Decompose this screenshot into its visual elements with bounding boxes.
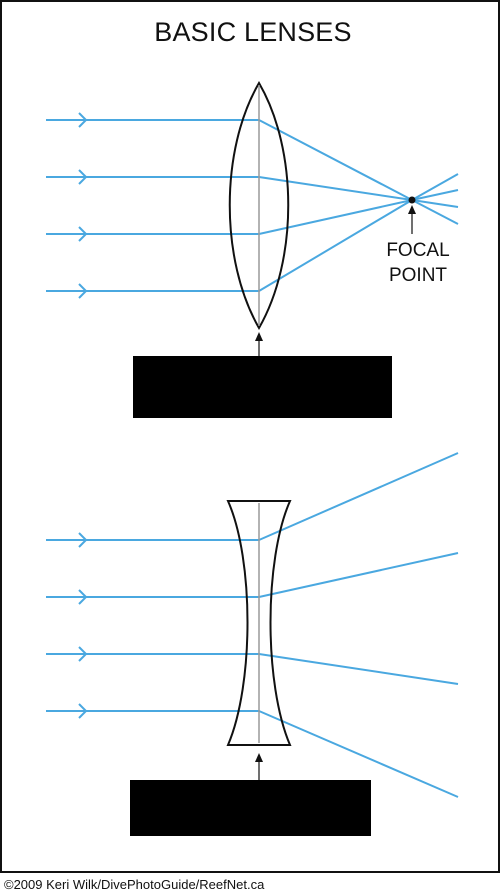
- convex-lens-section: FOCAL POINT: [46, 81, 459, 418]
- concave-refracted-ray-3: [258, 653, 459, 685]
- arrow-up-icon: [255, 753, 263, 762]
- arrowhead-icon: [78, 283, 88, 299]
- diagram-border: [0, 0, 500, 873]
- concave-label-redaction: [130, 780, 371, 836]
- arrowhead-icon: [78, 703, 88, 719]
- concave-refracted-ray-2: [258, 552, 459, 598]
- arrowhead-icon: [78, 226, 88, 242]
- concave-lens-section: [46, 452, 459, 836]
- concave-incoming-rays: [46, 539, 259, 712]
- arrowhead-icon: [78, 646, 88, 662]
- concave-ray-arrows: [78, 532, 88, 719]
- concave-refracted-ray-4: [258, 710, 459, 798]
- arrowhead-icon: [78, 589, 88, 605]
- concave-refracted-rays: [258, 452, 459, 798]
- arrow-up-icon: [255, 332, 263, 341]
- concave-lens-shape: [226, 500, 292, 746]
- arrowhead-icon: [78, 169, 88, 185]
- focal-label-line1: FOCAL: [386, 240, 449, 261]
- arrowhead-icon: [78, 112, 88, 128]
- concave-refracted-ray-1: [258, 452, 459, 541]
- arrow-up-icon: [408, 205, 416, 214]
- diagram-title: BASIC LENSES: [154, 17, 351, 47]
- arrowhead-icon: [78, 532, 88, 548]
- convex-lens-shape: [228, 81, 290, 331]
- convex-label-redaction: [133, 356, 392, 418]
- focal-label-line2: POINT: [389, 265, 447, 286]
- convex-ray-arrows: [78, 112, 88, 299]
- copyright-credit: ©2009 Keri Wilk/DivePhotoGuide/ReefNet.c…: [4, 877, 265, 892]
- convex-incoming-rays: [46, 119, 259, 292]
- focal-point-dot: [408, 196, 416, 204]
